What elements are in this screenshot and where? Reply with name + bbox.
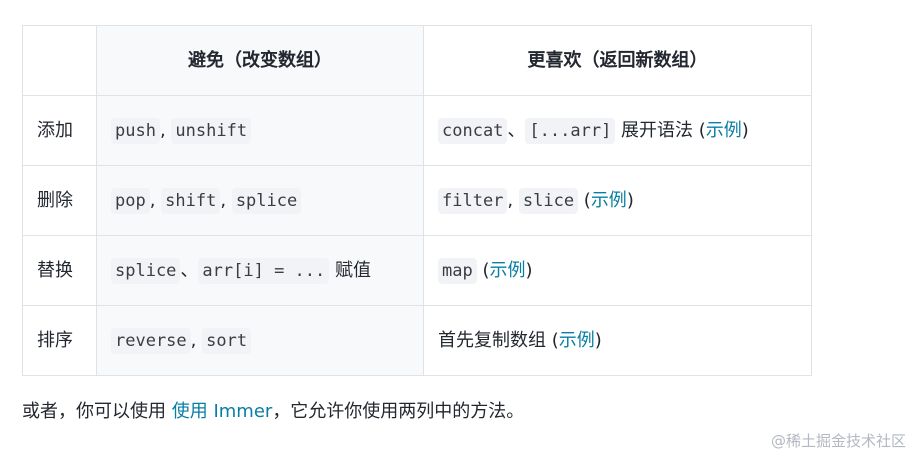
code-snippet: shift — [161, 187, 221, 214]
avoid-cell: splice、arr[i] = ... 赋值 — [96, 235, 424, 306]
category-cell: 替换 — [22, 235, 97, 306]
code-snippet: reverse — [111, 327, 191, 354]
code-snippet: unshift — [171, 117, 252, 144]
example-link[interactable]: 示例 — [489, 259, 526, 281]
code-snippet: map — [438, 257, 477, 284]
cell-text: ( — [578, 189, 591, 211]
cell-text: , — [507, 189, 519, 211]
header-cell-prefer: 更喜欢（返回新数组） — [423, 25, 812, 96]
cell-text: ) — [741, 119, 749, 141]
cell-text: , — [159, 119, 172, 141]
prefer-cell: filter, slice (示例) — [423, 165, 812, 236]
code-snippet: push — [111, 117, 160, 144]
code-snippet: pop — [111, 187, 150, 214]
note-text-after: ，它允许你使用两列中的方法。 — [272, 401, 525, 422]
category-cell: 删除 — [22, 165, 97, 236]
cell-text: , — [190, 329, 203, 351]
example-link[interactable]: 示例 — [558, 329, 595, 351]
cell-text: 首先复制数组 ( — [438, 329, 559, 351]
cell-text: 赋值 — [329, 259, 371, 281]
immer-link[interactable]: 使用 Immer — [171, 401, 273, 422]
code-snippet: sort — [202, 327, 252, 354]
prefer-cell: map (示例) — [423, 235, 812, 306]
cell-text: ( — [476, 259, 490, 281]
watermark: @稀土掘金技术社区 — [770, 432, 906, 450]
code-snippet: arr[i] = ... — [198, 257, 330, 284]
code-snippet: concat — [438, 117, 508, 144]
prefer-cell: 首先复制数组 (示例) — [423, 305, 812, 376]
code-snippet: splice — [111, 257, 181, 284]
code-snippet: slice — [518, 187, 579, 214]
prefer-cell: concat、[...arr] 展开语法 (示例) — [423, 95, 812, 166]
cell-text: ) — [525, 259, 533, 281]
cell-text: , — [149, 189, 162, 211]
category-cell: 排序 — [22, 305, 97, 376]
category-cell: 添加 — [22, 95, 97, 166]
cell-text: 、 — [507, 119, 526, 141]
header-cell-avoid: 避免（改变数组） — [96, 25, 424, 96]
code-snippet: [...arr] — [525, 117, 616, 144]
cell-text: ) — [594, 329, 602, 351]
alternative-note: 或者，你可以使用 使用 Immer，它允许你使用两列中的方法。 — [22, 400, 524, 424]
table-header-row: 避免（改变数组） 更喜欢（返回新数组） — [22, 25, 812, 96]
example-link[interactable]: 示例 — [590, 189, 627, 211]
note-text-before: 或者，你可以使用 — [22, 401, 172, 422]
avoid-cell: reverse, sort — [96, 305, 424, 376]
cell-text: , — [220, 189, 232, 211]
header-cell-empty — [22, 25, 97, 96]
code-snippet: splice — [231, 187, 302, 214]
cell-text: 展开语法 ( — [615, 119, 706, 141]
code-snippet: filter — [438, 187, 508, 214]
example-link[interactable]: 示例 — [705, 119, 742, 141]
cell-text: 、 — [180, 259, 199, 281]
cell-text: ) — [626, 189, 634, 211]
avoid-cell: pop, shift, splice — [96, 165, 424, 236]
avoid-cell: push, unshift — [96, 95, 424, 166]
